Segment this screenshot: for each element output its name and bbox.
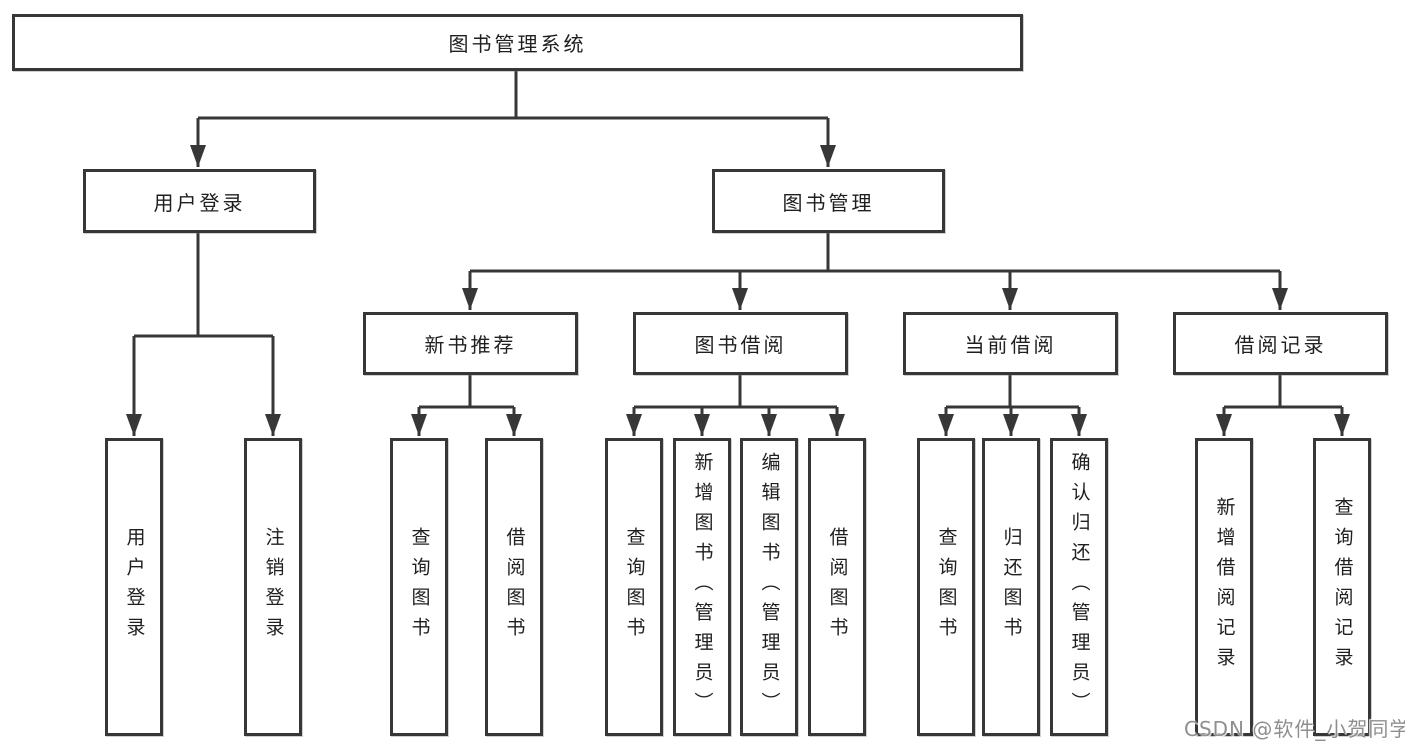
node-borrowing-records: 借阅记录 <box>1173 312 1388 375</box>
node-book-borrowing: 图书借阅 <box>633 312 848 375</box>
leaf-current-confirm-return-admin: 确认归还（管理员） <box>1050 438 1108 736</box>
leaf-records-add-record: 新增借阅记录 <box>1195 438 1253 736</box>
leaf-borrow-edit-books-admin: 编辑图书（管理员） <box>740 438 798 736</box>
node-book-management: 图书管理 <box>712 169 945 233</box>
leaf-borrow-add-books-admin: 新增图书（管理员） <box>673 438 731 736</box>
leaf-user-login: 用户登录 <box>105 438 163 736</box>
node-new-book-recommendation: 新书推荐 <box>363 312 578 375</box>
node-library-system: 图书管理系统 <box>12 14 1023 71</box>
leaf-borrow-borrow-books: 借阅图书 <box>808 438 866 736</box>
leaf-newbook-query-books: 查询图书 <box>390 438 448 736</box>
leaf-borrow-query-books: 查询图书 <box>605 438 663 736</box>
leaf-current-query-books: 查询图书 <box>917 438 975 736</box>
leaf-newbook-borrow-books: 借阅图书 <box>485 438 543 736</box>
csdn-watermark: CSDN @软件_小贺同学 <box>1184 717 1405 741</box>
leaf-current-return-books: 归还图书 <box>982 438 1040 736</box>
node-current-borrowing: 当前借阅 <box>903 312 1118 375</box>
leaf-records-query-record: 查询借阅记录 <box>1313 438 1371 736</box>
node-user-login-branch: 用户登录 <box>83 169 316 233</box>
leaf-logout: 注销登录 <box>244 438 302 736</box>
